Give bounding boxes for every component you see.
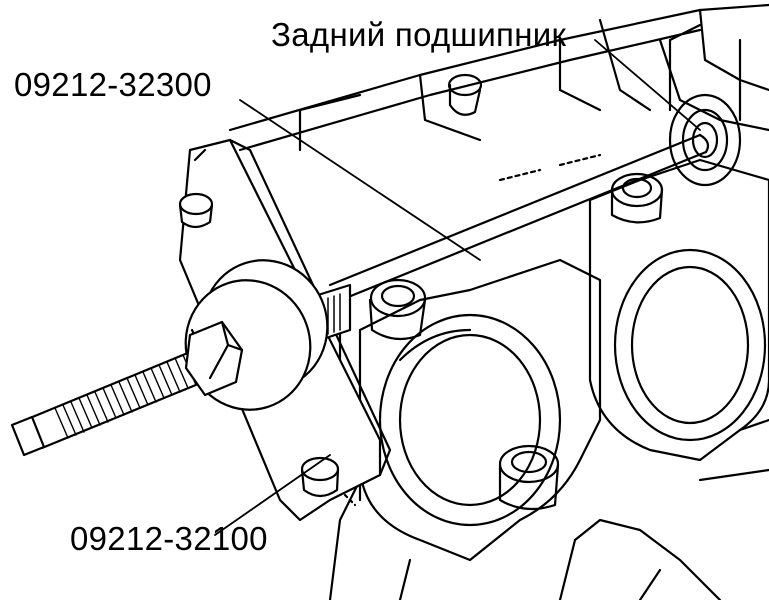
plate-bolt-bottom	[302, 458, 338, 496]
engine-block	[230, 5, 769, 600]
leader-lower-tool	[215, 455, 330, 535]
bearing-web-rear	[590, 160, 769, 460]
screw-hex-nut	[186, 322, 242, 395]
label-tool-09212-32100: 09212-32100	[70, 520, 268, 557]
threaded-screw	[12, 350, 208, 455]
puller-rod	[330, 135, 708, 302]
rear-bearing-boss	[670, 25, 740, 185]
cap-bolt-left	[370, 280, 425, 339]
label-tool-09212-32300: 09212-32300	[14, 66, 212, 103]
cap-bolt-right	[612, 174, 662, 222]
leader-lines	[215, 40, 700, 535]
label-rear-bearing: Задний подшипник	[271, 16, 567, 53]
block-boss	[449, 75, 481, 115]
leader-rear-bearing	[595, 40, 700, 130]
bearing-web-center	[360, 260, 600, 560]
plate-bolt-top	[180, 194, 212, 227]
cap-bolt-lower	[500, 446, 558, 509]
leader-upper-tool	[240, 100, 480, 260]
